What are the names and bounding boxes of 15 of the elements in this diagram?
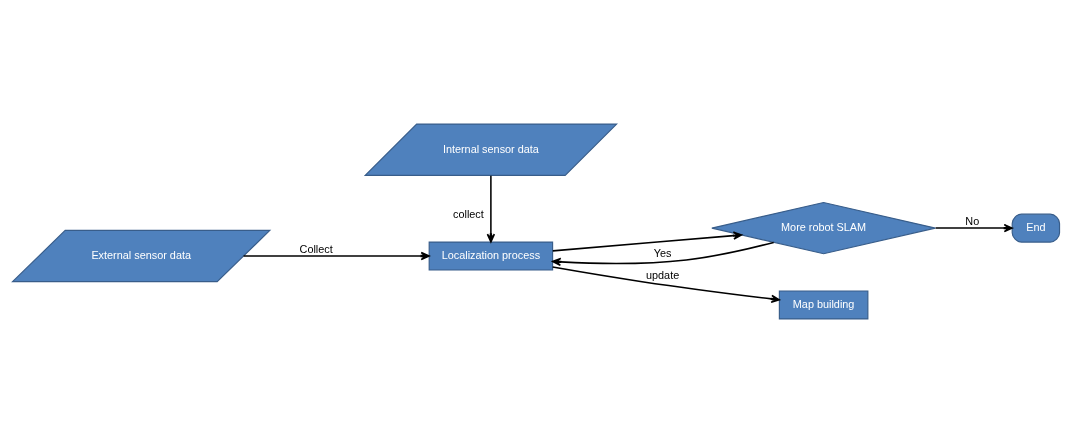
edge-label: Yes (653, 246, 672, 259)
arrow (552, 230, 743, 252)
arrow (934, 223, 1013, 232)
arrow (486, 174, 496, 243)
node-diamond: More robot SLAM (711, 201, 936, 254)
edge-label: update (646, 268, 680, 281)
arrow (551, 265, 781, 303)
arrow (242, 251, 430, 260)
node-box: Localization process (428, 241, 554, 271)
arrow (552, 241, 775, 266)
edge-label: collect (453, 207, 484, 220)
edge-label: Collect (299, 242, 333, 255)
node-box: End (1011, 213, 1061, 243)
node-box: Map building (778, 289, 869, 319)
edge-label: No (965, 214, 980, 227)
